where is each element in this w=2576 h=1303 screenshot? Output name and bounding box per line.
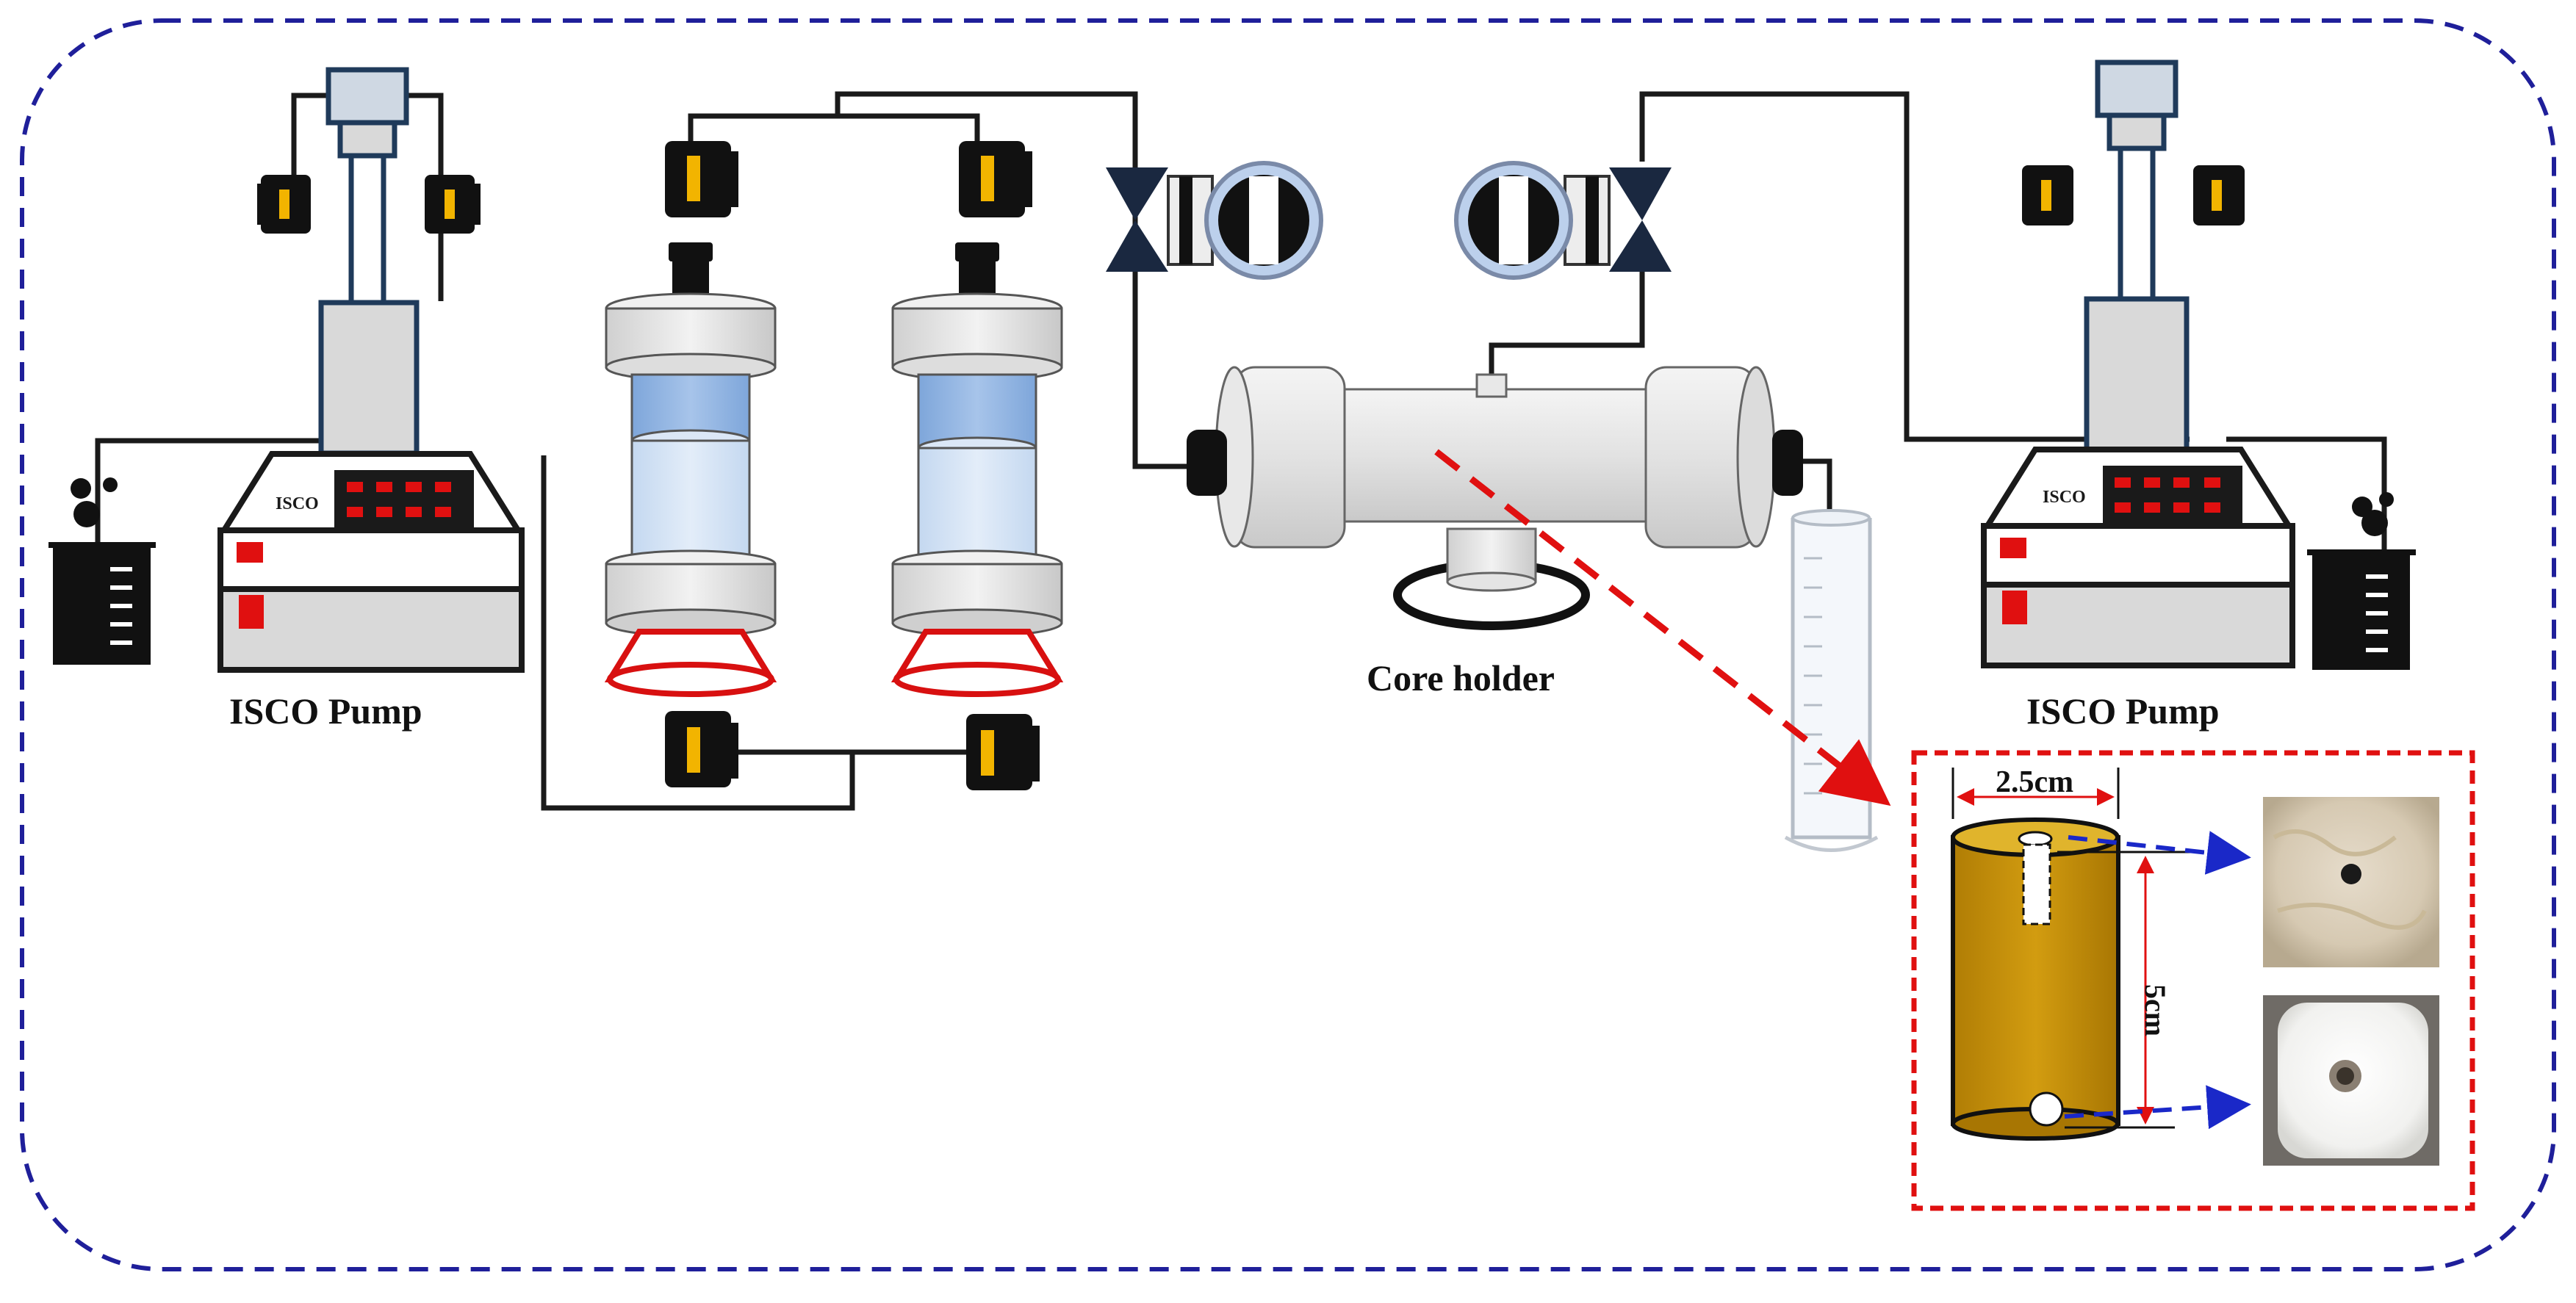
- right-isco-pump: ISCO: [1981, 59, 2295, 668]
- core-length-label: 5cm: [2139, 984, 2172, 1036]
- needle-valve-icon: [966, 714, 1040, 790]
- diameter-dimension: [1951, 768, 2120, 819]
- pressure-gauge-icon: [1454, 161, 1672, 280]
- needle-valve-icon: [425, 175, 481, 234]
- zoom-arrow-red: [1434, 449, 1891, 806]
- left-isco-pump: ISCO: [217, 67, 525, 673]
- beaker-icon: [2307, 492, 2416, 670]
- accumulator-right: [891, 242, 1064, 697]
- left-pump-label: ISCO Pump: [229, 690, 422, 732]
- beaker-icon: [48, 477, 156, 665]
- needle-valve-icon: [257, 175, 311, 234]
- right-pump-label: ISCO Pump: [2026, 690, 2220, 732]
- core-diameter-label: 2.5cm: [1996, 765, 2073, 799]
- core-holder: [1187, 366, 1803, 630]
- pressure-gauge-icon: [1106, 161, 1323, 280]
- graduated-cylinder-icon: [1784, 509, 1879, 852]
- left-pump-brand: ISCO: [276, 494, 319, 513]
- needle-valve-icon: [665, 711, 738, 787]
- needle-valve-icon: [2193, 165, 2245, 225]
- outer-dashed-border: [20, 18, 2556, 1271]
- core-photo-top: [2263, 797, 2439, 967]
- core-sample-cylinder: [1951, 817, 2120, 1141]
- length-dimension: [2057, 851, 2204, 1129]
- right-pump-brand: ISCO: [2043, 488, 2086, 507]
- core-holder-label: Core holder: [1367, 657, 1555, 699]
- core-photo-bottom: [2263, 995, 2439, 1166]
- accumulator-left: [604, 242, 777, 697]
- needle-valve-icon: [2022, 165, 2073, 225]
- needle-valve-icon: [665, 141, 738, 217]
- needle-valve-icon: [959, 141, 1032, 217]
